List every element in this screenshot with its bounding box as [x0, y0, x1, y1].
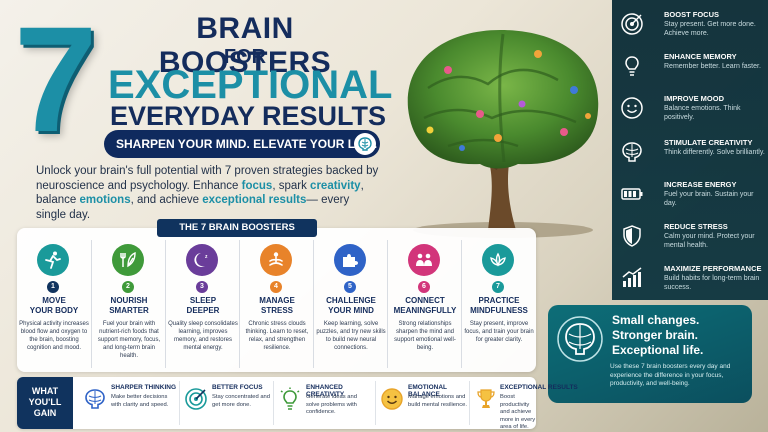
- brain-icon: [354, 133, 376, 155]
- puzzle-icon: [334, 244, 366, 276]
- battery-icon: [621, 188, 643, 200]
- svg-text:z: z: [205, 254, 208, 260]
- moon-icon: z: [186, 244, 218, 276]
- meditation-icon: [260, 244, 292, 276]
- benefit-increase-energy: INCREASE ENERGY Fuel your brain. Sustain…: [620, 180, 768, 218]
- brain-icon: [85, 389, 105, 409]
- target-icon: [185, 388, 207, 410]
- slogan-headline: Small changes. Stronger brain. Exception…: [612, 313, 704, 357]
- people-icon: [408, 244, 440, 276]
- benefit-maximize-performance: MAXIMIZE PERFORMANCE Build habits for lo…: [620, 264, 768, 302]
- brain-tree-illustration: [407, 30, 599, 238]
- lotus-icon: [482, 244, 514, 276]
- brain-icon: [557, 316, 603, 362]
- gain-label: WHAT YOU'LL GAIN: [17, 377, 73, 429]
- gain-sharper-thinking: SHARPER THINKING Make better decisions w…: [79, 381, 177, 425]
- benefit-stimulate-creativity: STIMULATE CREATIVITY Think differently. …: [620, 138, 768, 176]
- lightbulb-icon: [280, 387, 300, 410]
- benefit-enhance-memory: ENHANCE MEMORY Remember better. Learn fa…: [620, 52, 768, 90]
- tagline-banner: SHARPEN YOUR MIND. ELEVATE YOUR LIFE.: [104, 130, 380, 158]
- big-number-seven: 7: [14, 0, 98, 163]
- gain-bar: WHAT YOU'LL GAIN SHARPER THINKING Make b…: [17, 377, 578, 430]
- benefit-reduce-stress: REDUCE STRESS Calm your mind. Protect yo…: [620, 222, 768, 260]
- slogan-text: Use these 7 brain boosters every day and…: [610, 363, 731, 387]
- benefits-sidebar: BOOST FOCUS Stay present. Get more done.…: [612, 0, 768, 300]
- smile-icon: [621, 97, 643, 119]
- brain-icon: [622, 142, 642, 162]
- lightbulb-icon: [625, 56, 639, 76]
- gain-better-focus: BETTER FOCUS Stay concentrated and get m…: [179, 381, 271, 425]
- smile-icon: [381, 388, 403, 410]
- target-icon: [621, 13, 643, 35]
- trophy-icon: [477, 389, 495, 408]
- shield-icon: [623, 225, 641, 247]
- chart-icon: [622, 267, 642, 287]
- running-icon: [37, 244, 69, 276]
- gain-enhanced-creativity: ENHANCED CREATIVITY Generate ideas and s…: [273, 381, 373, 425]
- intro-paragraph: Unlock your brain's full potential with …: [36, 165, 379, 221]
- slogan-box: Small changes. Stronger brain. Exception…: [548, 305, 752, 403]
- benefit-boost-focus: BOOST FOCUS Stay present. Get more done.…: [620, 10, 768, 48]
- benefit-improve-mood: IMPROVE MOOD Balance emotions. Think pos…: [620, 94, 768, 132]
- gain-emotional-balance: EMOTIONAL BALANCE Manage emotions and bu…: [375, 381, 467, 425]
- title-for: FOR: [223, 46, 267, 68]
- gain-exceptional-results: EXCEPTIONAL RESULTS Boost productivity a…: [469, 381, 578, 430]
- title-brain-boosters: BRAIN BOOSTERS: [158, 12, 332, 79]
- boosters-header: THE 7 BRAIN BOOSTERS: [157, 219, 317, 237]
- title-exceptional: EXCEPTIONAL: [108, 63, 393, 107]
- title-everyday-results: EVERYDAY RESULTS: [109, 101, 387, 131]
- tagline-text: SHARPEN YOUR MIND. ELEVATE YOUR LIFE.: [116, 137, 378, 151]
- leaf-utensils-icon: [112, 244, 144, 276]
